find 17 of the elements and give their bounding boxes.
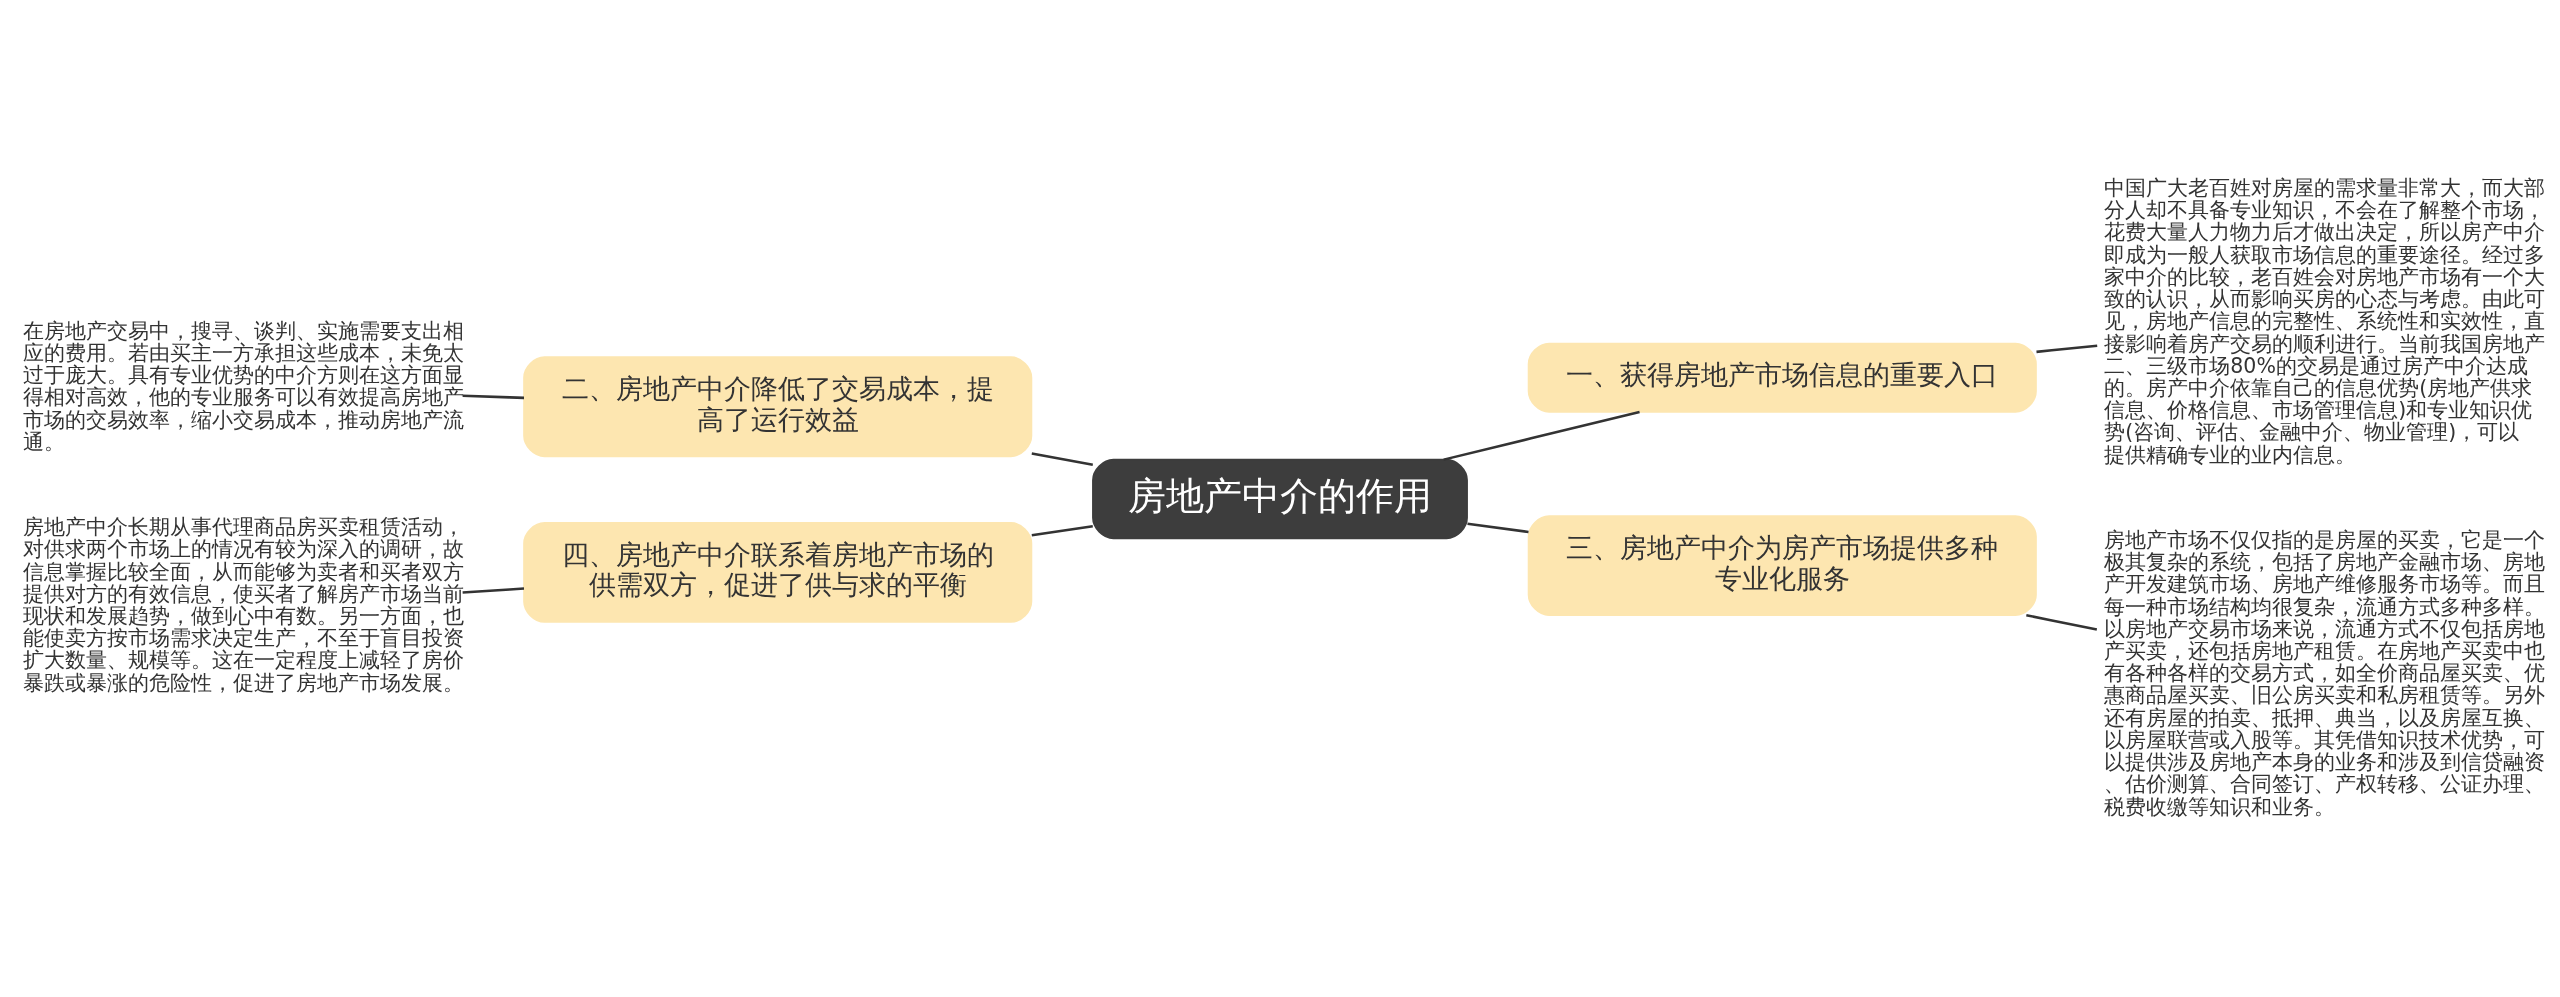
node-text: 房地产中介长期从事代理商品房买卖租赁活动，对供求两个市场上的情况有较为深入的调研，故信息掌握比较全面，从而能够为卖者和买者双方提供对方的有效信息，使买者了解房产市场当前现状和发展趋势，做到心中有数。另一方面，也能使卖方按市场需求决定生产，不至于盲目投资扩大数量、规模等。这在一定程度上减轻了房价暴跌或暴涨的危险性，促进了房地产市场发展。 [23,514,465,695]
node-text: 中国广大老百姓对房屋的需求量非常大，而大部分人却不具备专业知识，不会在了解整个市场，花费大量人力物力后才做出决定，所以房产中介即成为一般人获取市场信息的重要途径。经过多家中介的比较，老百姓会对房地产市场有一个大致的认识，从而影响买房的心态与考虑。由此可见，房地产信息的完整性、系统性和实效性，直接影响着房产交易的顺利进行。当前我国房地产二、三级市场80%的交易是通过房产中介达成的。房产中介依靠自己的信息优势(房地产供求信息、价格信息、市场管理信息)和专业知识优势(咨询、评估、金融中介、物业管理)，可以提供精确专业的业内信息。 [2104,175,2546,467]
node-box: 一、获得房地产市场信息的重要入口 [1527,342,2037,413]
node-box: 房地产中介的作用 [1092,458,1468,539]
node-box: 三、房地产中介为房产市场提供多种专业化服务 [1527,514,2037,616]
node-box: 二、房地产中介降低了交易成本，提高了运行效益 [523,355,1033,457]
node-text: 在房地产交易中，搜寻、谈判、实施需要支出相应的费用。若由买主一方承担这些成本，未免太过于庞大。具有专业优势的中介方则在这方面显得相对高效，他的专业服务可以有效提高房地产市场的交易效率，缩小交易成本，推动房地产流通。 [23,318,465,454]
connector [462,393,525,399]
connector [1031,524,1093,537]
node-box: 四、房地产中介联系着房地产市场的供需双方，促进了供与求的平衡 [523,521,1033,623]
connector [2026,613,2098,631]
connector [2036,343,2098,353]
connector [1031,451,1093,466]
connector [1467,522,1529,533]
node-text: 房地产市场不仅仅指的是房屋的买卖，它是一个极其复杂的系统，包括了房地产金融市场、房地产开发建筑市场、房地产维修服务市场等。而且每一种市场结构均很复杂，流通方式多种多样。以房地产交易市场来说，流通方式不仅包括房地产买卖，还包括房地产租赁。在房地产买卖中也有各种各样的交易方式，如全价商品屋买卖、优惠商品屋买卖、旧公房买卖和私房租赁等。另外还有房屋的拍卖、抵押、典当，以及房屋互换、以房屋联营或入股等。其凭借知识技术优势，可以提供涉及房地产本身的业务和涉及到信贷融资、估价测算、合同签订、产权转移、公证办理、税费收缴等知识和业务。 [2104,527,2546,819]
connector [1443,410,1640,461]
connector [462,586,525,594]
